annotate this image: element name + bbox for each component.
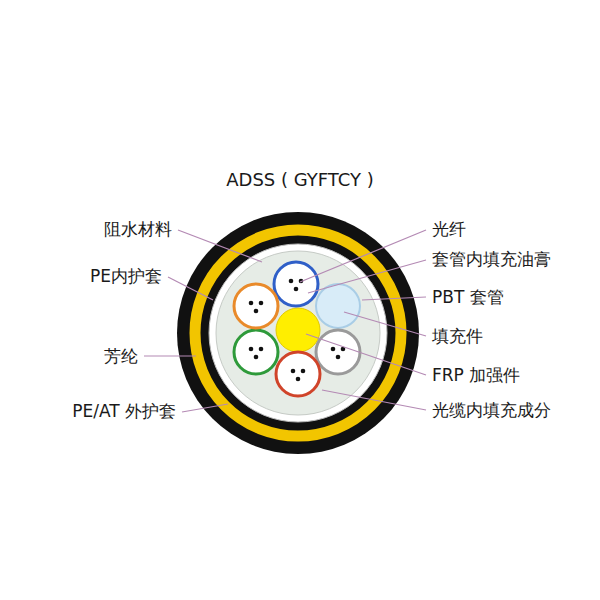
leader-line: [178, 230, 262, 262]
part-label: 光缆内填充成分: [432, 400, 551, 420]
water-block-fill: [216, 251, 380, 415]
pbt-tube: [276, 352, 320, 396]
fiber-dot: [259, 347, 264, 352]
leader-lines: [144, 230, 426, 412]
leader-line: [362, 297, 426, 300]
fiber-dot: [291, 369, 296, 374]
leader-line: [322, 390, 426, 410]
fiber-dot: [254, 355, 259, 360]
leader-line: [300, 230, 426, 282]
leader-line: [144, 355, 196, 356]
part-label: 光纤: [432, 219, 466, 239]
leader-line: [182, 404, 228, 412]
part-label: PBT 套管: [432, 287, 504, 307]
filler-rod: [316, 284, 360, 328]
fiber-dot: [289, 279, 294, 284]
pbt-tube: [234, 284, 278, 328]
part-label: PE内护套: [90, 266, 162, 286]
frp-member: [276, 308, 320, 352]
pbt-tube: [316, 330, 360, 374]
leader-line: [308, 260, 426, 293]
fiber-dot: [294, 287, 299, 292]
part-label: 芳纶: [104, 346, 138, 366]
part-label: FRP 加强件: [432, 365, 520, 385]
fiber-dot: [331, 347, 336, 352]
fiber-dot: [249, 347, 254, 352]
pbt-tube: [274, 262, 318, 306]
fiber-dot: [259, 301, 264, 306]
fiber-dot: [296, 377, 301, 382]
leader-line: [306, 334, 426, 375]
part-label: 阻水材料: [104, 219, 172, 239]
aramid-ring: [195, 230, 401, 436]
pbt-tube: [234, 330, 278, 374]
part-label: PE/AT 外护套: [72, 401, 176, 421]
fiber-dot: [254, 309, 259, 314]
part-label: 填充件: [432, 326, 483, 346]
diagram-title: ADSS ( GYFTCY ): [226, 169, 374, 191]
inner-sheath: [209, 244, 387, 422]
leader-line: [344, 312, 426, 336]
tubes: [234, 262, 360, 396]
fiber-dot: [301, 369, 306, 374]
leader-line: [168, 277, 213, 300]
fibers: [249, 279, 346, 382]
part-label: 套管内填充油膏: [432, 249, 551, 269]
fiber-dot: [336, 355, 341, 360]
fiber-dot: [249, 301, 254, 306]
